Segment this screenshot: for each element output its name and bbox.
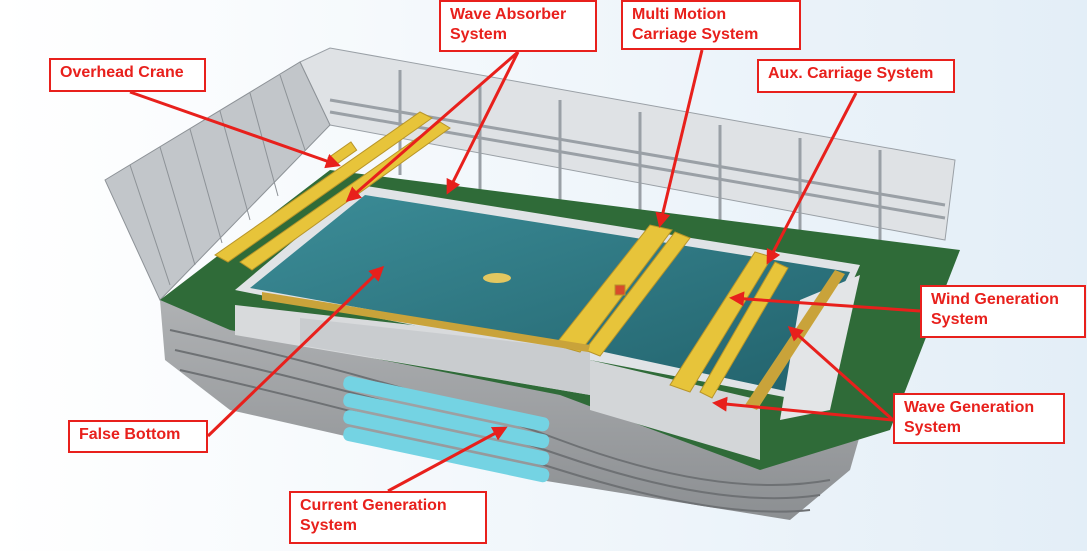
aux-carriage: [669, 251, 789, 399]
callout-aux-carriage: Aux. Carriage System: [757, 59, 955, 93]
test-model: [483, 273, 511, 283]
current-generation-line-2: System: [300, 517, 357, 534]
multi-motion-line-2: Carriage System: [632, 26, 759, 43]
aux-carriage-line-1: Aux. Carriage System: [768, 65, 934, 82]
wave-absorber-line-1: Wave Absorber: [450, 6, 567, 23]
current-generation-line-1: Current Generation: [300, 497, 447, 514]
wave-absorber-line-2: System: [450, 26, 507, 43]
multi-motion-line-1: Multi Motion: [632, 6, 727, 23]
callout-current-generation: Current Generation System: [289, 491, 487, 544]
callout-multi-motion: Multi Motion Carriage System: [621, 0, 801, 50]
overhead-crane-line-1: Overhead Crane: [60, 64, 184, 81]
false-bottom-line-1: False Bottom: [79, 426, 181, 443]
wind-generation-line-1: Wind Generation: [931, 291, 1059, 308]
wave-generation-line-2: System: [904, 419, 961, 436]
front-platform-right: [590, 360, 760, 460]
callout-overhead-crane: Overhead Crane: [49, 58, 206, 92]
wave-generation-line-1: Wave Generation: [904, 399, 1035, 416]
callout-wave-generation: Wave Generation System: [893, 393, 1065, 444]
wind-generation-line-2: System: [931, 311, 988, 328]
callout-wind-generation: Wind Generation System: [920, 285, 1086, 338]
callout-wave-absorber: Wave Absorber System: [439, 0, 597, 52]
callout-false-bottom: False Bottom: [68, 420, 208, 453]
multi-motion-carriage: [554, 224, 691, 357]
